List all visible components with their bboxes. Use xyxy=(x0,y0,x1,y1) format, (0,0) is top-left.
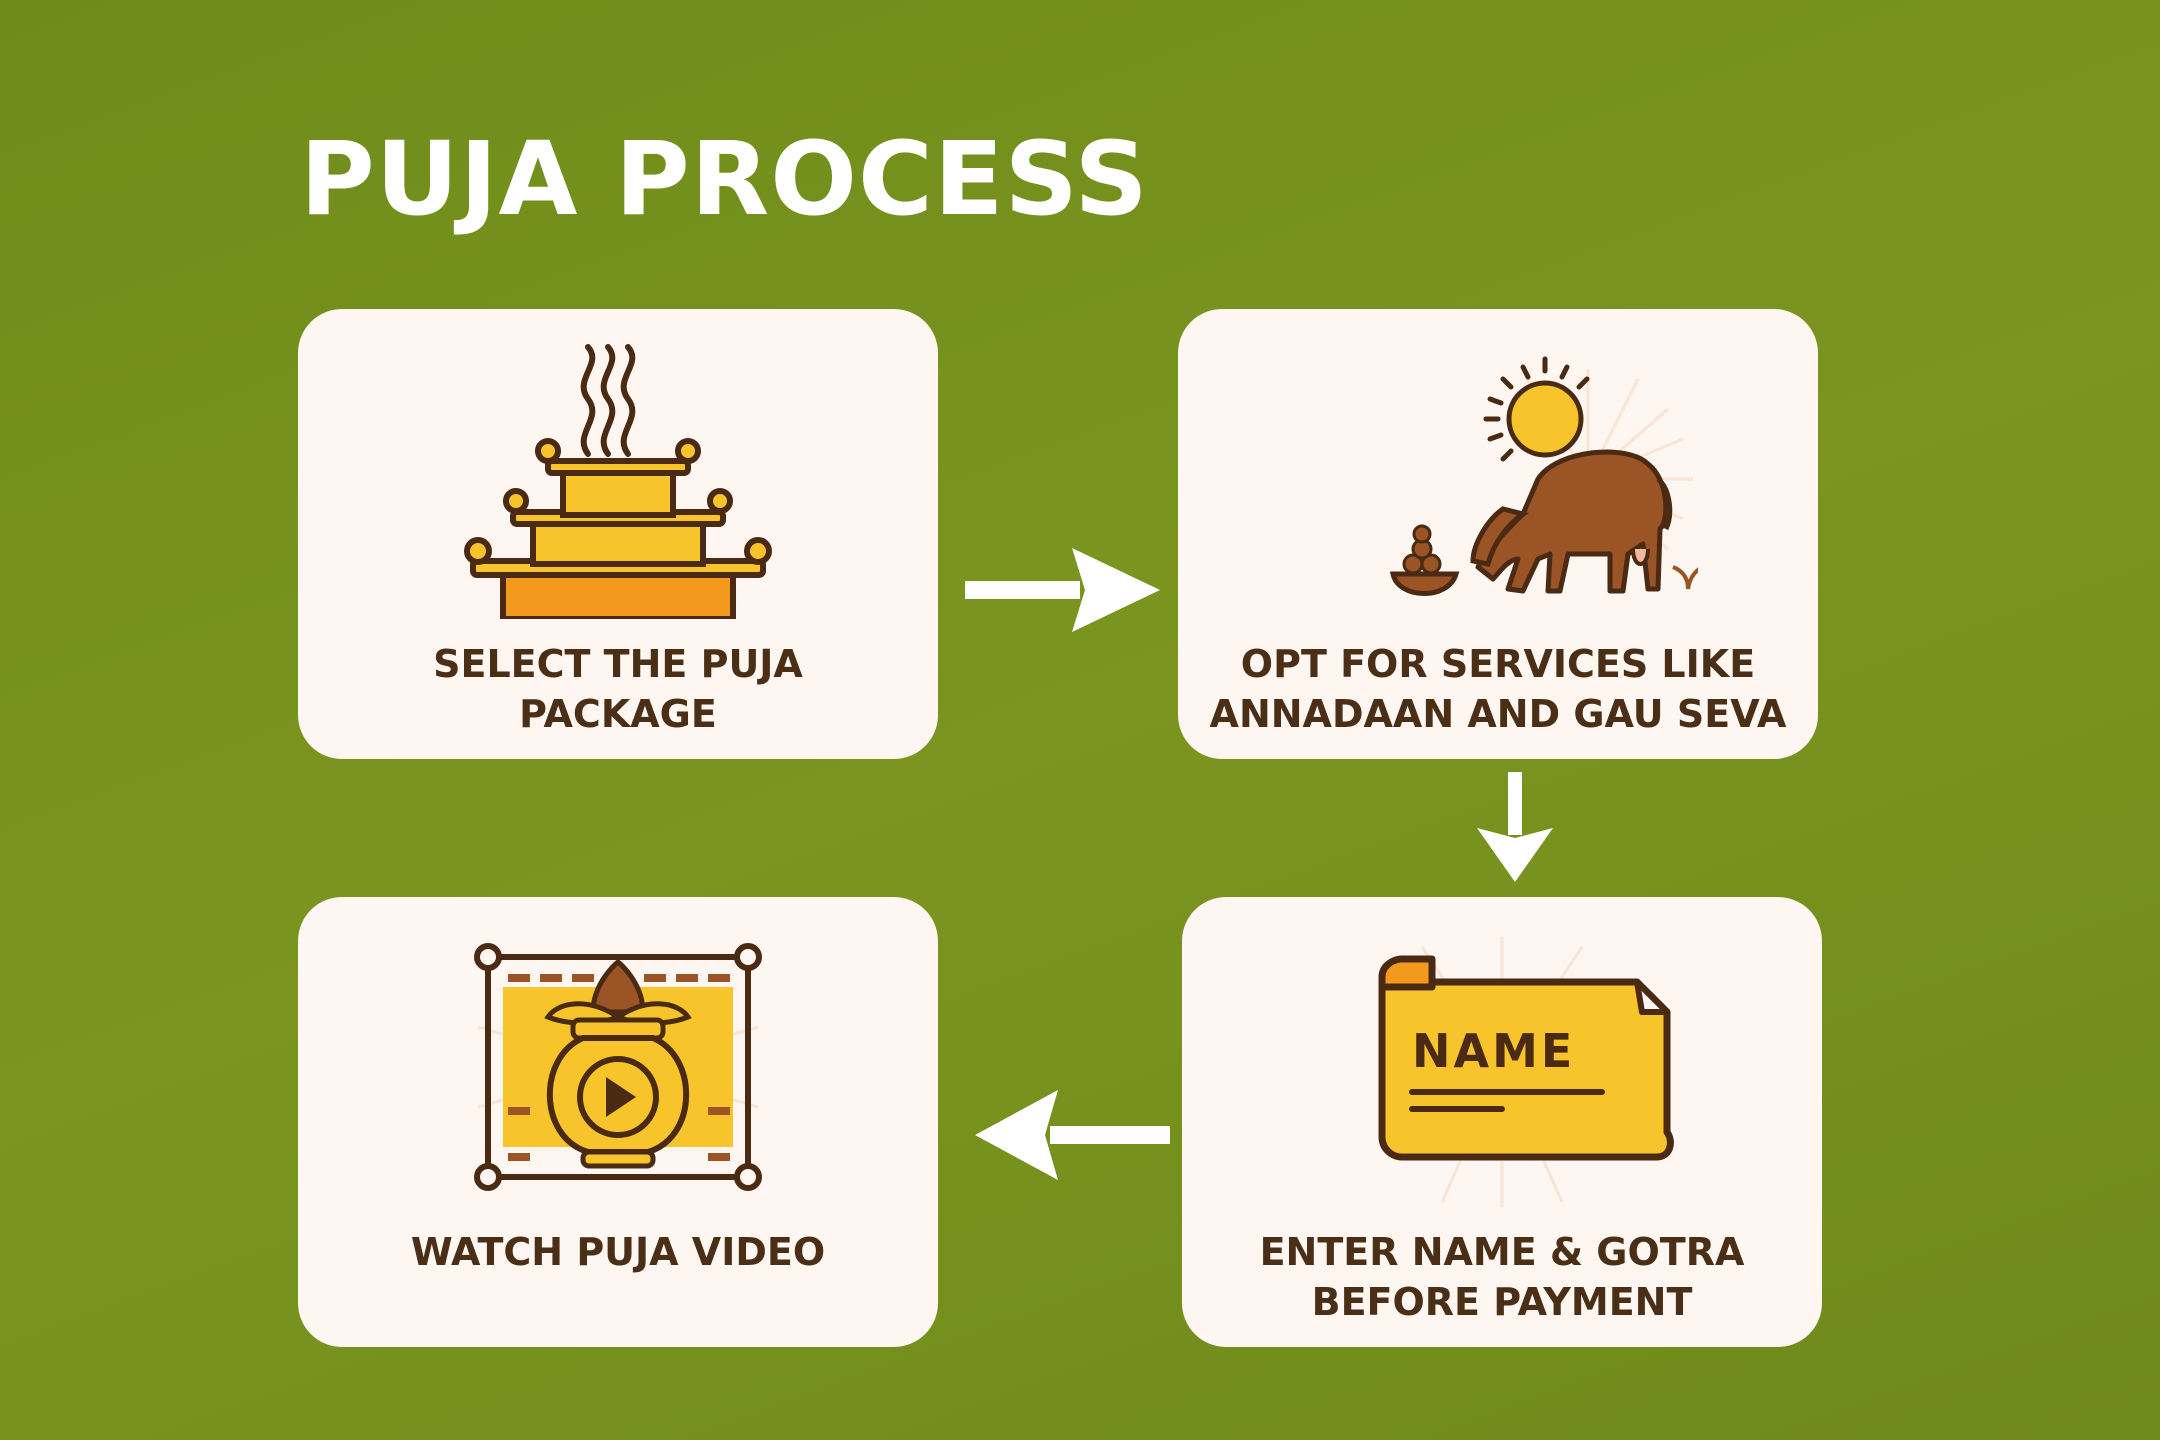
name-scroll-icon: NAME xyxy=(1378,937,1674,1207)
step-label: ENTER NAME & GOTRA BEFORE PAYMENT xyxy=(1259,1230,1745,1324)
puja-altar-icon xyxy=(464,344,772,619)
arrow-right-icon xyxy=(965,548,1160,632)
step-card-select-package: SELECT THE PUJA PACKAGE xyxy=(298,309,938,759)
page-title: PUJA PROCESS xyxy=(300,120,1149,239)
step-card-enter-name-gotra: NAME ENTER NAME & GOTRA BEFORE PAYMENT xyxy=(1182,897,1822,1347)
arrow-left-icon xyxy=(975,1090,1170,1180)
kalash-video-icon xyxy=(474,943,762,1191)
scroll-name-text: NAME xyxy=(1412,1024,1575,1078)
step-label: WATCH PUJA VIDEO xyxy=(410,1230,826,1274)
step-label: SELECT THE PUJA PACKAGE xyxy=(433,642,803,736)
cow-sun-icon xyxy=(1389,356,1698,596)
play-icon xyxy=(606,1077,636,1117)
step-card-watch-video: WATCH PUJA VIDEO xyxy=(298,897,938,1347)
arrow-down-icon xyxy=(1477,772,1553,882)
step-card-annadaan-gau-seva: OPT FOR SERVICES LIKE ANNADAAN AND GAU S… xyxy=(1178,309,1818,759)
step-label: OPT FOR SERVICES LIKE ANNADAAN AND GAU S… xyxy=(1209,642,1787,736)
